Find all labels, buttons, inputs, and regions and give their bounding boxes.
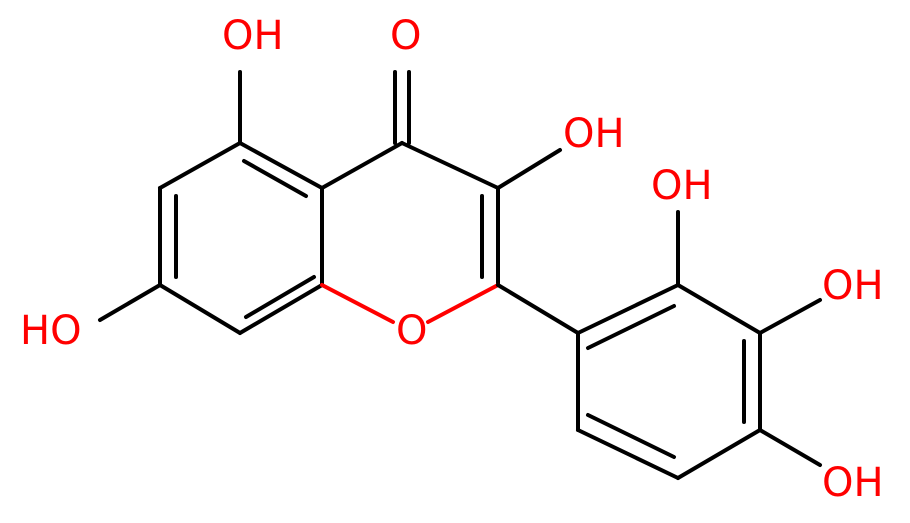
bond-c2-c1p <box>496 283 580 335</box>
bond-c3p-oh <box>758 298 822 335</box>
bond-c4a-c4 <box>320 141 404 190</box>
bond-c5p-c6p <box>576 428 680 480</box>
bond-c5p-c6p-inner <box>586 413 676 459</box>
bond-c2p-c3p <box>676 283 762 335</box>
bond-o1-c8a <box>320 283 395 324</box>
bond-c4p-oh <box>758 428 822 467</box>
bond-c8-c8a-inner <box>244 275 316 319</box>
label-oh-c3: OH <box>563 111 625 157</box>
bond-c1p-c2p-inner <box>586 304 676 350</box>
bond-c4p-c5p <box>676 428 762 480</box>
label-oh-3p: OH <box>822 263 884 309</box>
bond-c4a-c5-inner <box>242 159 308 198</box>
bond-c2-o1 <box>426 283 500 324</box>
label-oh-4p: OH <box>822 460 884 506</box>
label-oh-c5: OH <box>222 13 284 59</box>
bond-c7-c8 <box>158 283 242 335</box>
bond-c1p-c2p <box>576 283 680 335</box>
label-ho-c7: HO <box>20 308 82 354</box>
bond-c7-oh <box>98 283 162 322</box>
bond-c3-oh <box>496 148 562 190</box>
label-oh-2p: OH <box>651 163 713 209</box>
bond-c5-c6 <box>158 141 242 190</box>
bond-c8-c8a <box>238 283 324 335</box>
bond-c4-c3 <box>400 141 500 190</box>
label-o-carbonyl: O <box>390 13 421 59</box>
bond-c4a-c5 <box>238 141 324 190</box>
label-o-ring: O <box>396 308 427 354</box>
